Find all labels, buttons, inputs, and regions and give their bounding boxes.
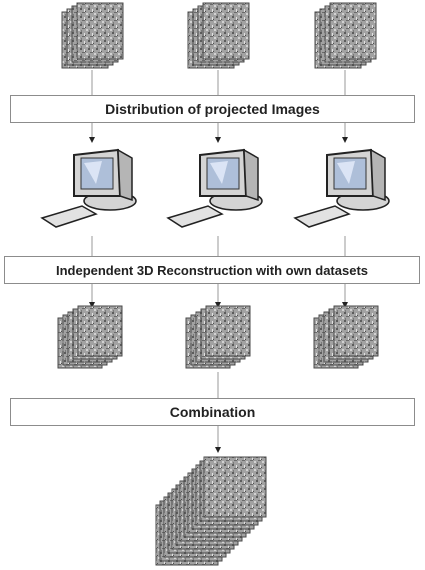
computer-icon-2 bbox=[166, 148, 263, 228]
reconstructed-volume-stack-3 bbox=[313, 305, 379, 369]
distribution-step-label: Distribution of projected Images bbox=[105, 101, 320, 117]
reconstructed-volume-stack-1 bbox=[57, 305, 123, 369]
computer-icon-3 bbox=[293, 148, 390, 228]
connector-lines bbox=[91, 70, 346, 450]
combination-step-box: Combination bbox=[10, 398, 415, 426]
distribution-step-box: Distribution of projected Images bbox=[10, 95, 415, 123]
combination-step-label: Combination bbox=[169, 404, 256, 420]
projected-images-stack-3 bbox=[314, 2, 377, 69]
combined-volume-stack bbox=[155, 456, 267, 566]
reconstructed-volume-stack-2 bbox=[185, 305, 251, 369]
reconstruction-step-box: Independent 3D Reconstruction with own d… bbox=[4, 256, 420, 284]
reconstruction-step-label: Independent 3D Reconstruction with own d… bbox=[55, 262, 369, 278]
computer-icon-1 bbox=[40, 148, 137, 228]
projected-images-stack-1 bbox=[61, 2, 124, 69]
projected-images-stack-2 bbox=[187, 2, 250, 69]
arrow-tips bbox=[89, 137, 348, 453]
